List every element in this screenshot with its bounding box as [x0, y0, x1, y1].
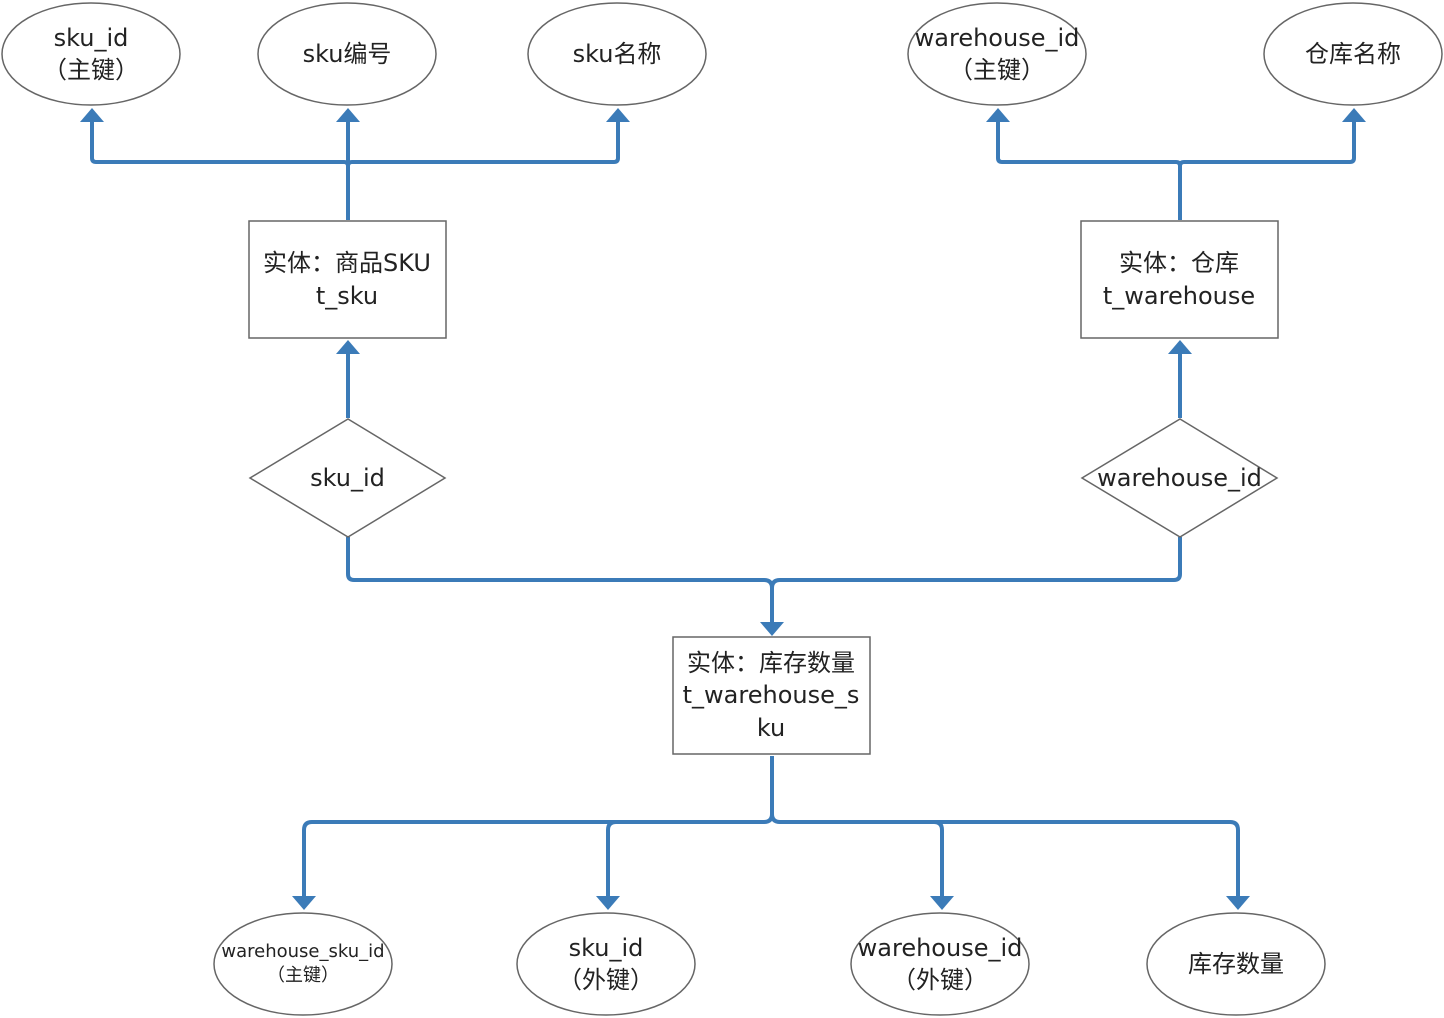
arrow-to-entity-warehouse — [1168, 340, 1192, 354]
arrow-to-warehouse-id — [986, 108, 1010, 122]
relationship-diamond-sku — [248, 418, 447, 538]
attr-ellipse-ws-id — [213, 912, 393, 1016]
relationship-diamond-warehouse — [1080, 418, 1279, 538]
attr-ellipse-ws-warehouse-id — [850, 912, 1030, 1016]
attr-ellipse-sku-id — [1, 2, 181, 106]
entity-box-stock — [672, 636, 871, 755]
attr-ellipse-warehouse-name — [1263, 2, 1443, 106]
attr-ellipse-ws-quantity — [1146, 912, 1326, 1016]
arrow-to-warehouse-name — [1342, 108, 1366, 122]
arrow-to-ws-quantity — [1226, 896, 1250, 910]
arrow-to-sku-code — [336, 108, 360, 122]
attr-ellipse-ws-sku-id — [516, 912, 696, 1016]
arrow-to-sku-name — [606, 108, 630, 122]
arrow-to-ws-warehouse-id — [930, 896, 954, 910]
arrow-to-sku-id — [80, 108, 104, 122]
entity-box-sku — [248, 220, 447, 339]
edge-rels-to-stock — [346, 537, 1182, 622]
edge-warehouse-to-attributes — [996, 118, 1356, 220]
arrow-to-ws-sku-id — [596, 896, 620, 910]
entity-box-warehouse — [1080, 220, 1279, 339]
attr-ellipse-sku-code — [257, 2, 437, 106]
arrow-to-ws-id — [292, 896, 316, 910]
attr-ellipse-warehouse-id — [907, 2, 1087, 106]
attr-ellipse-sku-name — [527, 2, 707, 106]
arrow-to-entity-stock — [760, 622, 784, 636]
arrow-to-entity-sku — [336, 340, 360, 354]
edge-stock-to-attributes — [302, 756, 1240, 896]
edge-sku-to-attributes — [90, 118, 620, 220]
